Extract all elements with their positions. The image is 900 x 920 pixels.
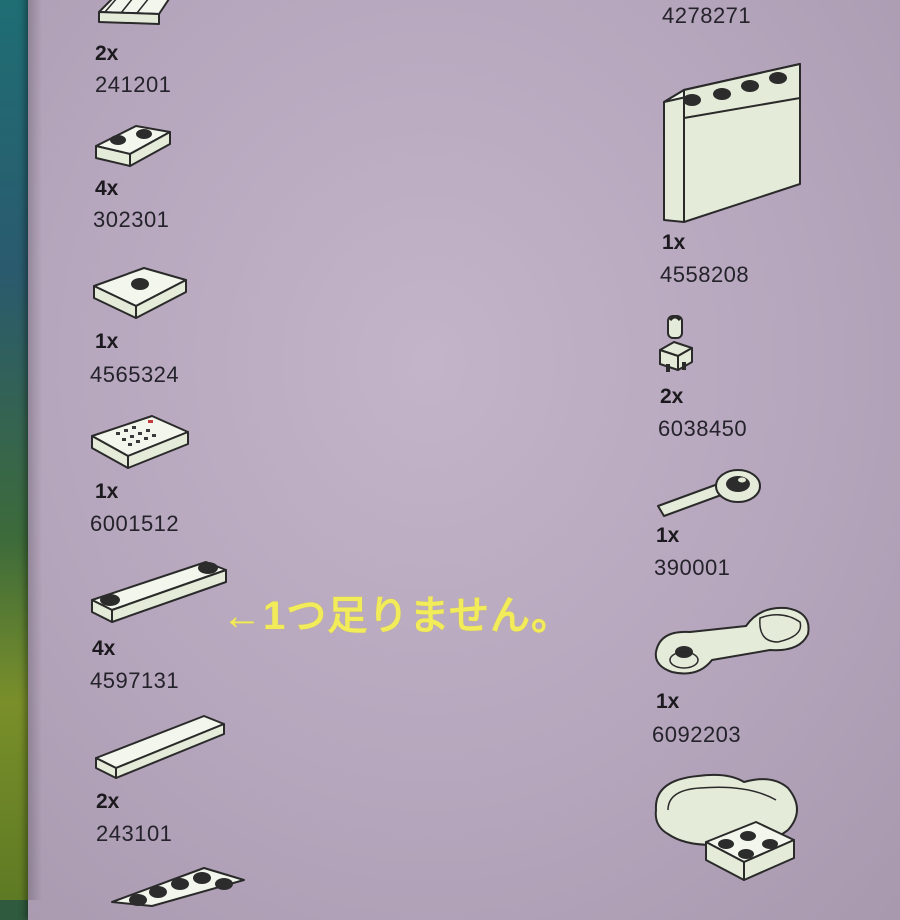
sheet-fold-shadow <box>28 0 42 900</box>
tile-1x4-icon <box>95 715 225 779</box>
part-quantity: 1x <box>662 231 686 254</box>
part-number: 241201 <box>95 72 172 97</box>
shell-base-icon <box>654 773 798 881</box>
part-number: 6001512 <box>90 511 180 536</box>
part-quantity: 4x <box>95 177 119 200</box>
clip-icon <box>659 315 693 372</box>
part-quantity: 1x <box>656 524 680 547</box>
handwritten-note: ←1つ足りません。 <box>222 594 573 638</box>
part-number: 243101 <box>96 821 173 846</box>
part-quantity: 1x <box>656 690 680 713</box>
part-quantity: 2x <box>96 790 120 813</box>
part-number: 390001 <box>654 555 731 580</box>
plate-1x4-icon <box>91 561 227 623</box>
part-number: 6038450 <box>658 416 748 441</box>
part-number: 4558208 <box>660 262 750 287</box>
panel-1x4x3-icon <box>663 63 801 223</box>
part-quantity: 2x <box>95 42 119 65</box>
printed-tile-icon <box>91 415 189 469</box>
shell-lid-icon <box>654 606 810 675</box>
part-number: 4565324 <box>90 362 180 387</box>
mirror-icon <box>657 469 761 517</box>
part-quantity: 1x <box>95 480 119 503</box>
part-number: 6092203 <box>652 722 742 747</box>
plate-icon <box>98 0 170 25</box>
brick-2x4-icon <box>111 867 245 907</box>
part-number: 4597131 <box>90 668 180 693</box>
part-number: 302301 <box>93 207 170 232</box>
part-quantity: 2x <box>660 385 684 408</box>
part-quantity: 1x <box>95 330 119 353</box>
part-quantity: 4x <box>92 637 116 660</box>
plate-1x2-icon <box>95 125 171 167</box>
jumper-plate-icon <box>93 267 187 319</box>
part-number: 4278271 <box>662 3 752 28</box>
